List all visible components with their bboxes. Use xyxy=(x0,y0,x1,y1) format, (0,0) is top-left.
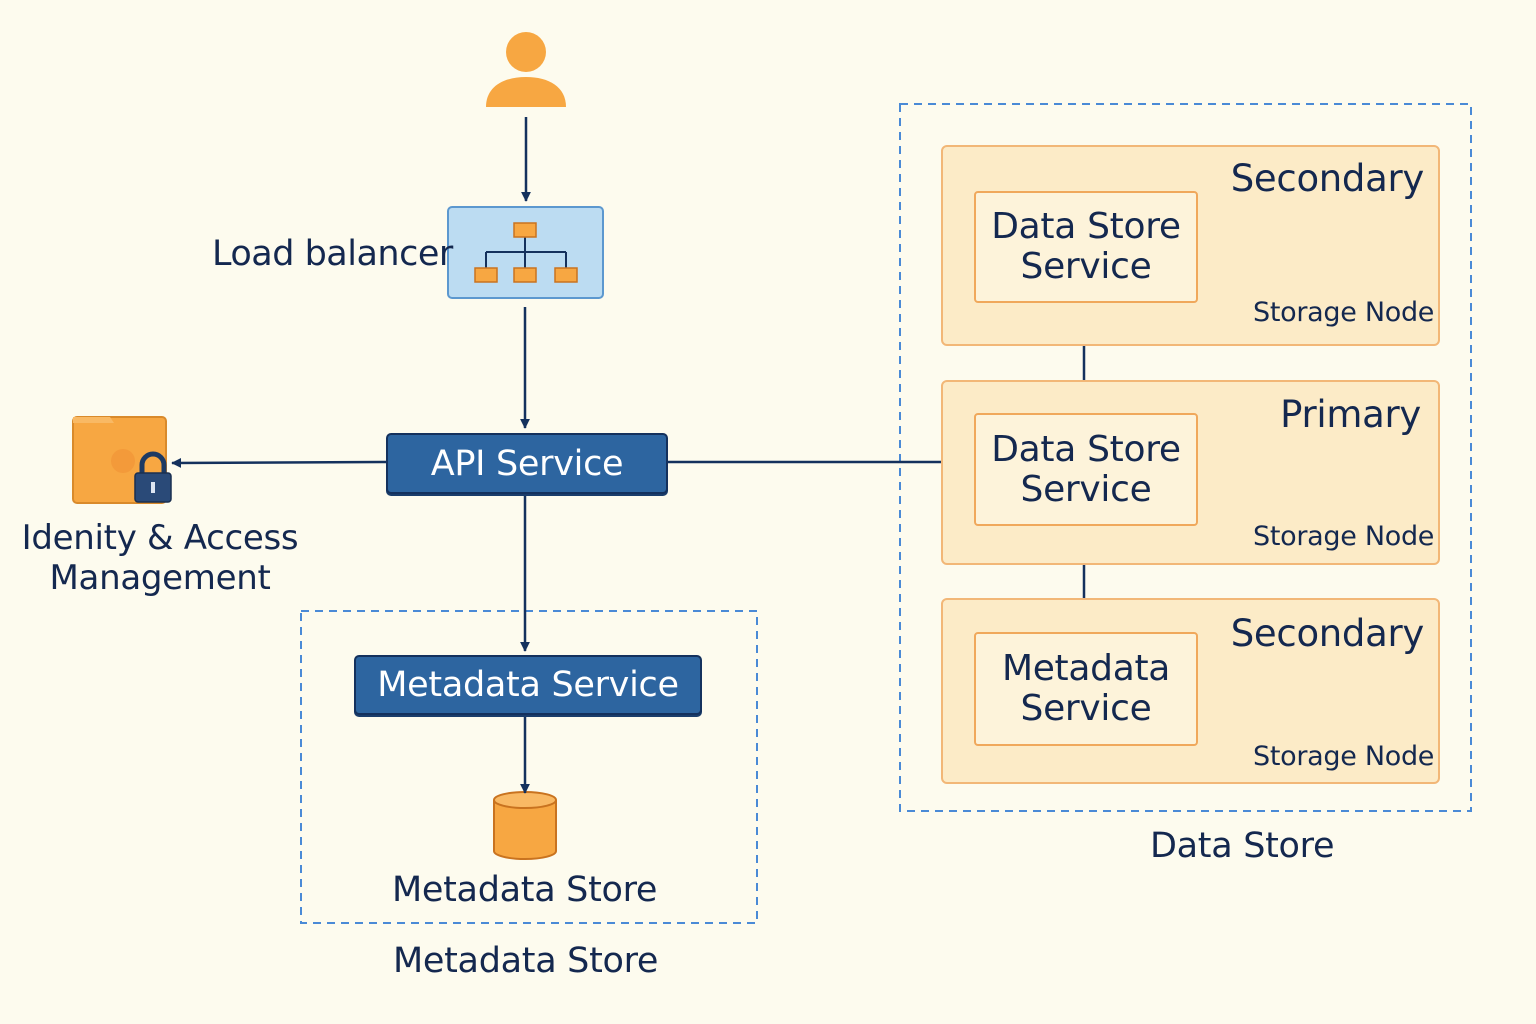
storage-node-label: Storage Node xyxy=(1253,297,1435,328)
storage-node-label: Storage Node xyxy=(1253,741,1435,772)
metadata-store-group-label: Metadata Store xyxy=(393,941,659,981)
metadata-store-label: Metadata Store xyxy=(392,870,658,910)
data-store-service-secondary[interactable]: Data Store Service xyxy=(974,191,1198,303)
node-role-secondary-1: Secondary xyxy=(1230,157,1425,200)
api-service-label: API Service xyxy=(430,443,624,484)
data-store-group-label: Data Store xyxy=(1150,826,1335,866)
node-role-primary: Primary xyxy=(1280,393,1421,436)
api-service-box[interactable]: API Service xyxy=(386,433,668,494)
iam-label-line1: Idenity & Access xyxy=(21,518,299,558)
metadata-service-secondary[interactable]: Metadata Service xyxy=(974,632,1198,746)
iam-label-line2: Management xyxy=(49,558,271,598)
metadata-store-group-border xyxy=(300,610,758,924)
metadata-service-label: Metadata Service xyxy=(377,665,679,705)
service-label-line2: Service xyxy=(1020,246,1152,287)
data-store-group-border xyxy=(899,103,1472,812)
database-icon xyxy=(493,791,557,860)
iam-label: Idenity & Access Management xyxy=(10,518,310,598)
load-balancer-icon xyxy=(447,206,604,299)
service-label-line1: Metadata xyxy=(1001,648,1171,689)
service-label-line2: Service xyxy=(1020,468,1152,510)
service-label-line2: Service xyxy=(1020,688,1152,729)
user-icon xyxy=(486,32,566,107)
node-role-secondary-2: Secondary xyxy=(1230,612,1425,655)
lock-icon xyxy=(134,451,172,503)
metadata-service-box[interactable]: Metadata Service xyxy=(354,655,702,715)
arrow-api-to-iam xyxy=(171,457,387,468)
load-balancer-label: Load balancer xyxy=(212,234,453,274)
service-label-line1: Data Store xyxy=(991,206,1181,247)
service-label-line1: Data Store xyxy=(991,428,1181,470)
storage-node-label: Storage Node xyxy=(1253,521,1435,552)
data-store-service-primary[interactable]: Data Store Service xyxy=(974,413,1198,526)
